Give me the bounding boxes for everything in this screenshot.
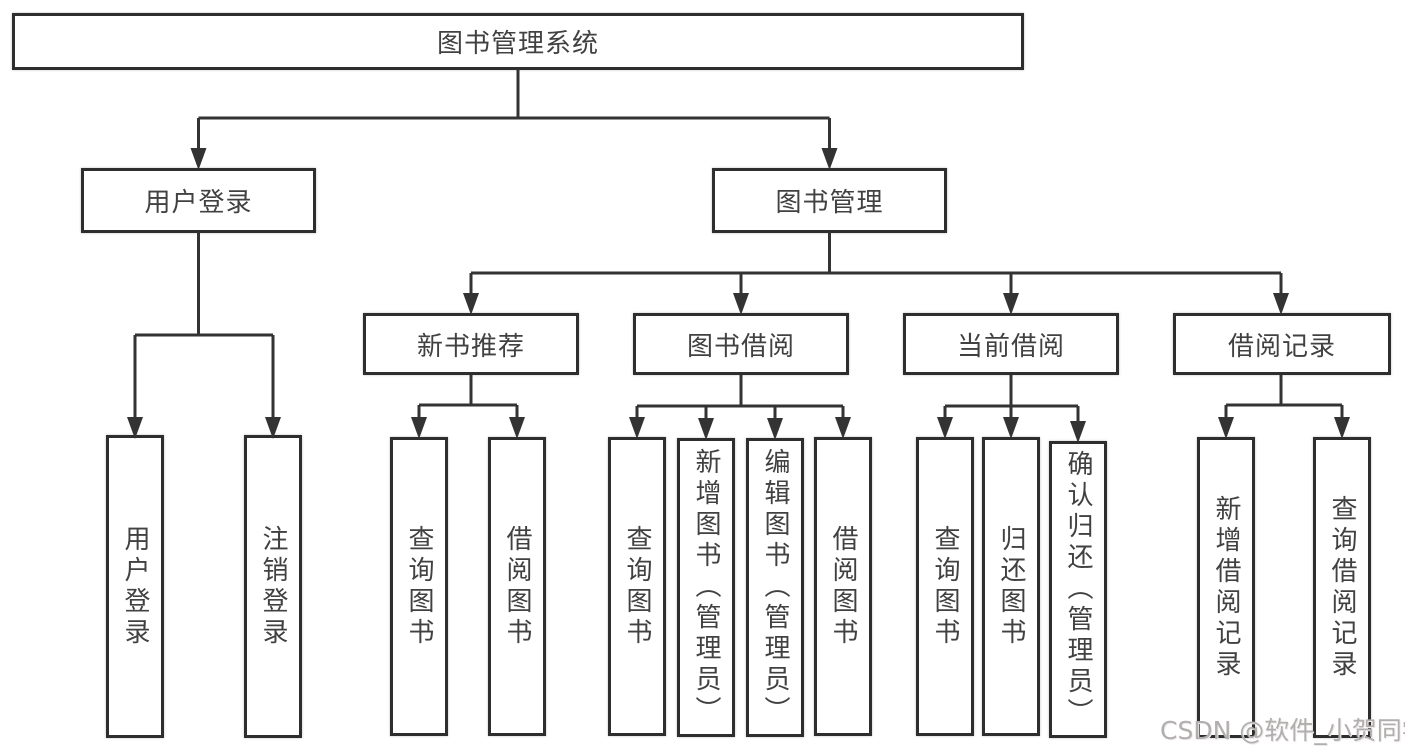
node-add-borrow-record: 新增借阅记录 <box>1197 437 1255 738</box>
node-label: 归还图书 <box>996 524 1026 649</box>
node-new-book-recommendation: 新书推荐 <box>363 313 579 375</box>
node-current-borrowing: 当前借阅 <box>903 313 1119 375</box>
node-user-login-leaf: 用户登录 <box>106 435 164 738</box>
node-label: 确认归还（管理员） <box>1063 450 1093 729</box>
node-label: 借阅图书 <box>828 524 858 649</box>
node-label: 查询图书 <box>930 524 960 649</box>
node-library-system: 图书管理系统 <box>12 13 1024 70</box>
node-label: 新增图书（管理员） <box>691 448 721 727</box>
node-label: 查询图书 <box>404 524 434 649</box>
node-label: 借阅图书 <box>502 524 532 649</box>
node-borrowing-records: 借阅记录 <box>1173 313 1391 375</box>
node-label: 查询借阅记录 <box>1327 494 1357 681</box>
node-query-books-borrow: 查询图书 <box>608 437 666 736</box>
node-user-login: 用户登录 <box>81 168 316 233</box>
node-book-management: 图书管理 <box>712 168 947 233</box>
node-label: 新增借阅记录 <box>1211 494 1241 681</box>
node-label: 编辑图书（管理员） <box>760 448 790 727</box>
node-book-borrowing: 图书借阅 <box>633 313 849 375</box>
node-add-book-admin: 新增图书（管理员） <box>677 438 735 737</box>
node-label: 注销登录 <box>258 524 288 649</box>
node-query-books-current: 查询图书 <box>916 437 974 736</box>
node-query-books-recommend: 查询图书 <box>390 437 448 736</box>
node-label: 查询图书 <box>622 524 652 649</box>
node-logout-leaf: 注销登录 <box>244 435 302 738</box>
node-confirm-return-admin: 确认归还（管理员） <box>1049 441 1107 738</box>
csdn-watermark: CSDN @软件_小贺同学 <box>1160 716 1405 745</box>
node-return-books: 归还图书 <box>982 437 1040 736</box>
node-borrow-books-recommend: 借阅图书 <box>488 437 546 736</box>
node-edit-book-admin: 编辑图书（管理员） <box>746 438 804 737</box>
node-borrow-books-leaf: 借阅图书 <box>814 437 872 736</box>
node-query-borrow-record: 查询借阅记录 <box>1313 437 1371 738</box>
node-label: 用户登录 <box>120 524 150 649</box>
